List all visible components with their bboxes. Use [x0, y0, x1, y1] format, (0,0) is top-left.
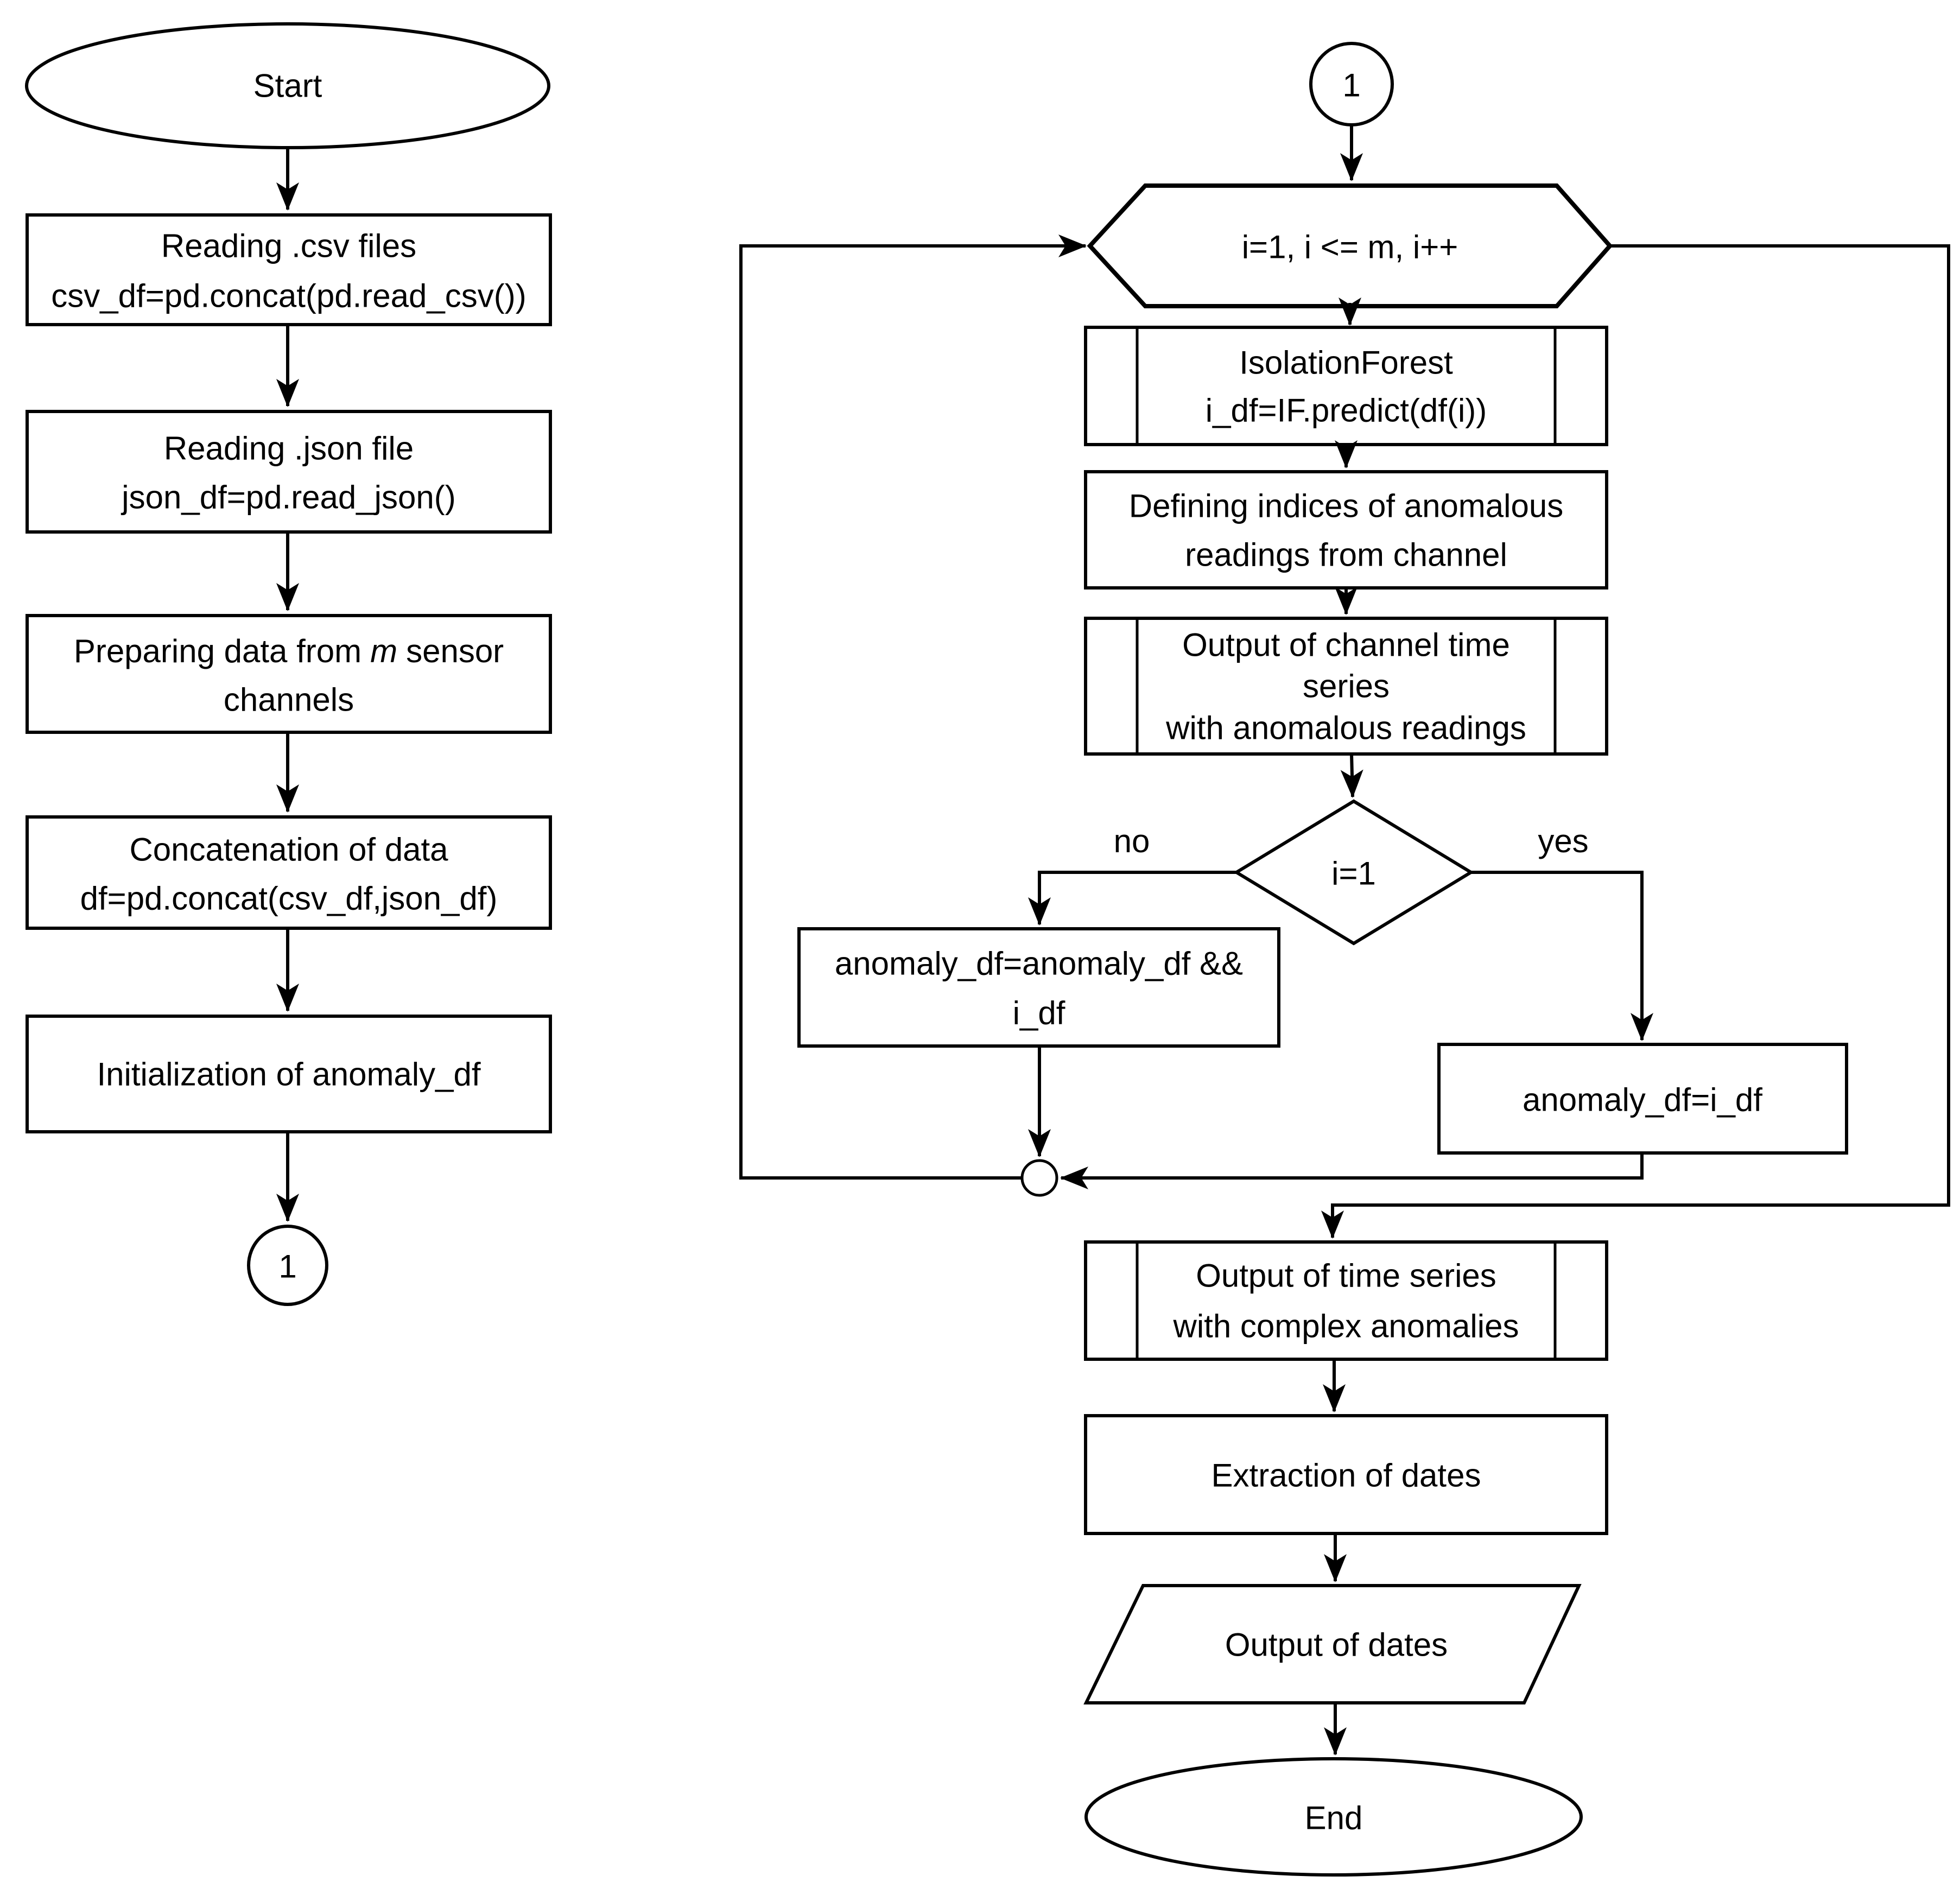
- process-read-json: Reading .json file json_df=pd.read_json(…: [26, 410, 552, 534]
- connector-left-circle: [247, 1225, 328, 1306]
- end-label: End: [1305, 1800, 1363, 1836]
- defining-box: [1084, 470, 1608, 590]
- connector-right-label: 1: [1342, 67, 1360, 104]
- output-channel-line1: Output of channel time: [1182, 627, 1510, 663]
- read-csv-line2: csv_df=pd.concat(pd.read_csv()): [51, 278, 526, 314]
- preparing-line1-italic-m: m: [370, 633, 397, 669]
- preparing-line1-post: sensor: [406, 633, 504, 669]
- flow-decision-no-branch: [1028, 871, 1236, 926]
- output-ts-line2: with complex anomalies: [1173, 1308, 1519, 1345]
- end-terminator: End: [1084, 1757, 1583, 1877]
- decision-label: i=1: [1331, 855, 1376, 892]
- concat-box: [26, 815, 552, 930]
- process-extraction: Extraction of dates: [1084, 1414, 1608, 1535]
- isolation-box: [1084, 326, 1608, 446]
- junction-dot: [1020, 1159, 1058, 1197]
- off-page-connector-right: 1: [1309, 42, 1394, 126]
- process-read-csv: Reading .csv files csv_df=pd.concat(pd.r…: [26, 213, 552, 326]
- output-channel-box: [1084, 617, 1608, 756]
- loop-label: i=1, i <= m, i++: [1242, 229, 1458, 265]
- anomaly-assign-label: anomaly_df=i_df: [1523, 1082, 1762, 1118]
- decision-diamond: [1233, 799, 1474, 946]
- read-json-line1: Reading .json file: [164, 430, 414, 467]
- predefined-isolation-forest: IsolationForest i_df=IF.predict(df(i)): [1084, 326, 1608, 446]
- decision-yes-label: yes: [1538, 823, 1588, 859]
- anomaly-and-box: [797, 927, 1280, 1048]
- output-channel-line3: with anomalous readings: [1165, 710, 1526, 746]
- flow-output-channel-to-decision: [1340, 753, 1363, 798]
- process-init: Initialization of anomaly_df: [26, 1015, 552, 1133]
- flow-decision-yes-branch: [1471, 871, 1653, 1041]
- anomaly-and-line1: anomaly_df=anomaly_df &&: [835, 946, 1243, 982]
- read-csv-box: [26, 213, 552, 326]
- output-ts-line1: Output of time series: [1196, 1258, 1496, 1294]
- output-channel-line2: series: [1303, 668, 1390, 705]
- concat-line2: df=pd.concat(csv_df,json_df): [80, 880, 498, 917]
- init-box: [26, 1015, 552, 1133]
- end-ellipse: [1084, 1757, 1583, 1877]
- flow-loop-back-to-hexagon: [739, 235, 1087, 1180]
- concat-line1: Concatenation of data: [129, 832, 448, 868]
- start-terminator: Start: [25, 22, 550, 149]
- anomaly-assign-box: [1437, 1043, 1848, 1155]
- read-json-line2: json_df=pd.read_json(): [120, 479, 455, 516]
- predefined-output-time-series: Output of time series with complex anoma…: [1084, 1240, 1608, 1361]
- decision-i-equals-1: i=1: [1233, 799, 1474, 946]
- io-output-dates: Output of dates: [1083, 1584, 1582, 1704]
- extraction-label: Extraction of dates: [1211, 1457, 1481, 1494]
- preparing-box: [26, 614, 552, 734]
- isolation-line2: i_df=IF.predict(df(i)): [1206, 392, 1487, 429]
- extraction-box: [1084, 1414, 1608, 1535]
- start-label: Start: [253, 68, 322, 104]
- decision-no-label: no: [1114, 823, 1150, 859]
- output-dates-parallelogram: [1083, 1584, 1582, 1704]
- off-page-connector-left: 1: [247, 1225, 328, 1306]
- anomaly-and-line2: i_df: [1013, 995, 1065, 1031]
- connector-left-label: 1: [278, 1248, 296, 1285]
- process-defining-indices: Defining indices of anomalous readings f…: [1084, 470, 1608, 590]
- predefined-output-channel: Output of channel time series with anoma…: [1084, 617, 1608, 756]
- preparing-line1-pre: Preparing data from: [74, 633, 361, 669]
- flow-anomaly-assign-to-junction: [1060, 1153, 1644, 1189]
- loop-limit-hexagon: i=1, i <= m, i++: [1087, 183, 1613, 308]
- process-anomaly-assign: anomaly_df=i_df: [1437, 1043, 1848, 1155]
- init-label: Initialization of anomaly_df: [97, 1056, 480, 1093]
- output-ts-box: [1084, 1240, 1608, 1361]
- process-anomaly-and: anomaly_df=anomaly_df && i_df: [797, 927, 1280, 1048]
- flow-loop-exit-to-output-ts: [1321, 244, 1950, 1239]
- process-concat: Concatenation of data df=pd.concat(csv_d…: [26, 815, 552, 930]
- read-csv-line1: Reading .csv files: [161, 228, 416, 264]
- isolation-line1: IsolationForest: [1239, 345, 1453, 381]
- defining-line2: readings from channel: [1185, 537, 1507, 573]
- defining-line1: Defining indices of anomalous: [1129, 488, 1563, 524]
- connector-right-circle: [1309, 42, 1394, 126]
- preparing-line2: channels: [224, 682, 354, 718]
- output-dates-label: Output of dates: [1225, 1627, 1448, 1663]
